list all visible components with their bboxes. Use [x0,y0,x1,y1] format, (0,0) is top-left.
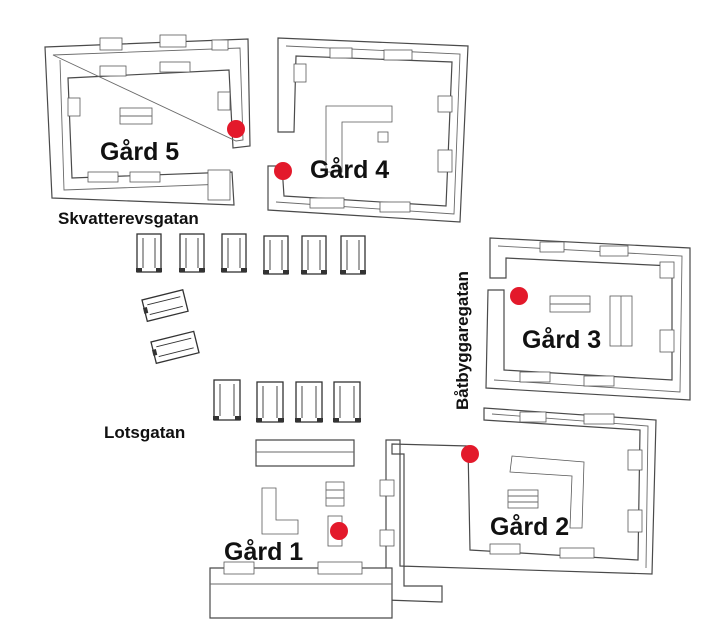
shed [256,381,284,423]
shed [301,235,327,275]
shed [263,235,289,275]
label-gard4: Gård 4 [310,156,389,184]
label-gard3: Gård 3 [522,326,601,354]
shed [333,381,361,423]
shed [179,233,205,273]
shed [295,381,323,423]
label-gard2: Gård 2 [490,513,569,541]
location-marker-icon[interactable] [510,287,528,305]
shed [150,330,200,365]
shed [141,289,189,323]
shed [136,233,162,273]
building-block-gard1 [209,439,393,619]
building-block-gard3 [485,237,691,401]
label-gard1: Gård 1 [224,538,303,566]
building-block-gard4 [267,37,469,223]
street-label-batbyggaregatan: Båtbyggaregatan [453,271,472,410]
building-block-gard5 [44,34,251,206]
location-marker-icon[interactable] [227,120,245,138]
location-marker-icon[interactable] [461,445,479,463]
shed [221,233,247,273]
shed [340,235,366,275]
street-label-skvatterevsgatan: Skvatterevsgatan [58,209,199,228]
storage-sheds [136,233,366,423]
location-marker-icon[interactable] [330,522,348,540]
location-marker-icon[interactable] [274,162,292,180]
building-block-gard2 [379,407,657,603]
label-gard5: Gård 5 [100,138,179,166]
shed [213,379,241,421]
street-label-lotsgatan: Lotsgatan [104,423,185,442]
